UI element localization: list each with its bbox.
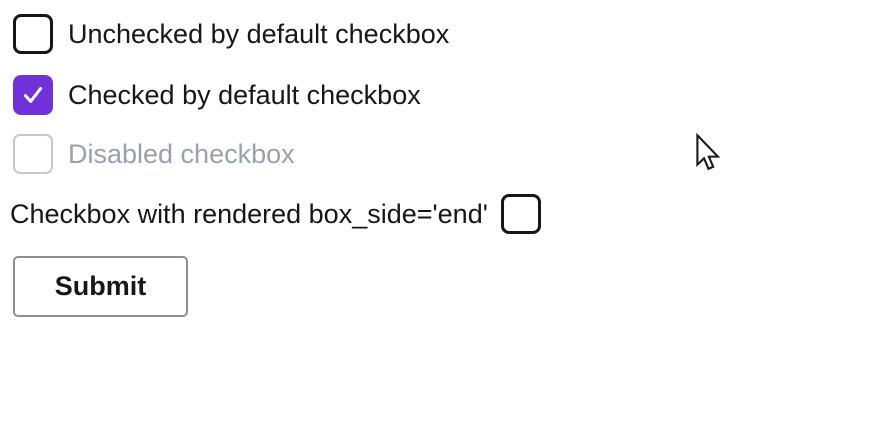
checkbox-row-unchecked: Unchecked by default checkbox — [13, 14, 449, 54]
checkbox-label: Unchecked by default checkbox — [68, 19, 450, 49]
submit-button[interactable]: Submit — [13, 256, 188, 317]
end-checkbox[interactable] — [500, 194, 541, 234]
checkbox-label: Checkbox with rendered box_side='end' — [10, 199, 488, 229]
disabled-checkbox — [13, 134, 53, 174]
checkbox-label: Disabled checkbox — [68, 139, 295, 169]
checkbox-row-disabled: Disabled checkbox — [13, 134, 295, 174]
checkbox-row-checked: Checked by default checkbox — [13, 75, 421, 115]
checked-checkbox[interactable] — [13, 75, 53, 115]
checkbox-row-box-side-end: Checkbox with rendered box_side='end' — [10, 194, 541, 234]
checkbox-label: Checked by default checkbox — [68, 80, 421, 110]
mouse-cursor-icon — [695, 132, 721, 178]
checkmark-icon — [19, 81, 47, 109]
unchecked-checkbox[interactable] — [13, 14, 53, 54]
